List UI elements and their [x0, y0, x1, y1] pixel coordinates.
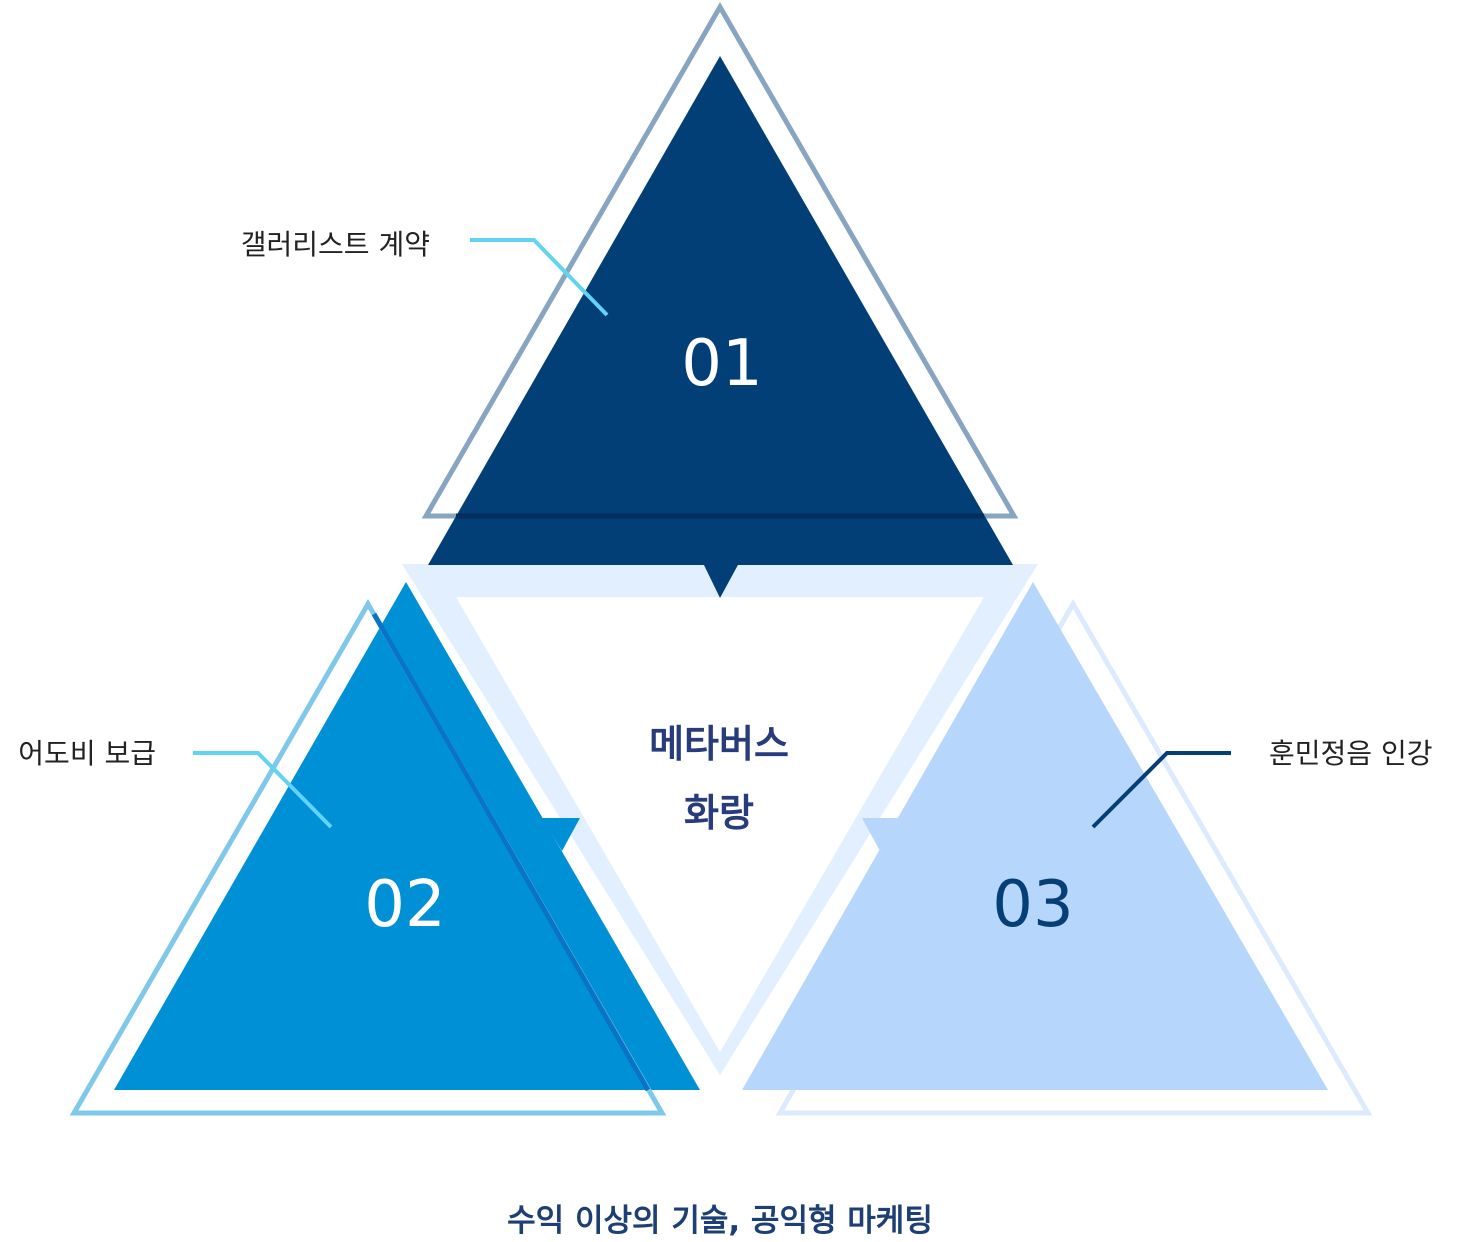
callout-02-connector — [193, 751, 333, 829]
callout-01-label: 갤러리스트 계약 — [241, 228, 430, 261]
triangle-03: 03 — [742, 582, 1373, 1116]
triangle-03-notch — [862, 818, 900, 851]
triangle-01-number: 01 — [681, 327, 762, 401]
callout-03-label: 훈민정음 인강 — [1269, 737, 1432, 770]
triangle-01-notch — [703, 563, 739, 598]
triangle-01-fill — [428, 56, 1013, 565]
triangle-02-number: 02 — [364, 868, 445, 942]
callout-03-connector — [1091, 751, 1231, 829]
center-label-line2: 화랑 — [684, 791, 754, 835]
callout-02: 어도비 보급 — [18, 737, 333, 829]
center-frame — [402, 564, 1038, 1075]
triangle-02-notch — [542, 818, 580, 851]
center-label: 메타버스 화랑 — [649, 722, 789, 835]
triangle-02: 02 — [69, 582, 700, 1116]
triangle-03-fill — [742, 582, 1328, 1090]
callout-01-connector — [470, 238, 609, 317]
center-label-line1: 메타버스 — [649, 722, 789, 766]
triangle-02-fill — [114, 582, 700, 1090]
callout-03: 훈민정음 인강 — [1091, 737, 1432, 829]
triangle-03-number: 03 — [992, 868, 1073, 942]
triangle-02-outline-overlap — [371, 612, 651, 1092]
callout-01: 갤러리스트 계약 — [241, 228, 609, 317]
caption: 수익 이상의 기술, 공익형 마케팅 — [507, 1203, 933, 1239]
triangle-01: 01 — [421, 2, 1019, 598]
callout-02-label: 어도비 보급 — [18, 737, 156, 770]
